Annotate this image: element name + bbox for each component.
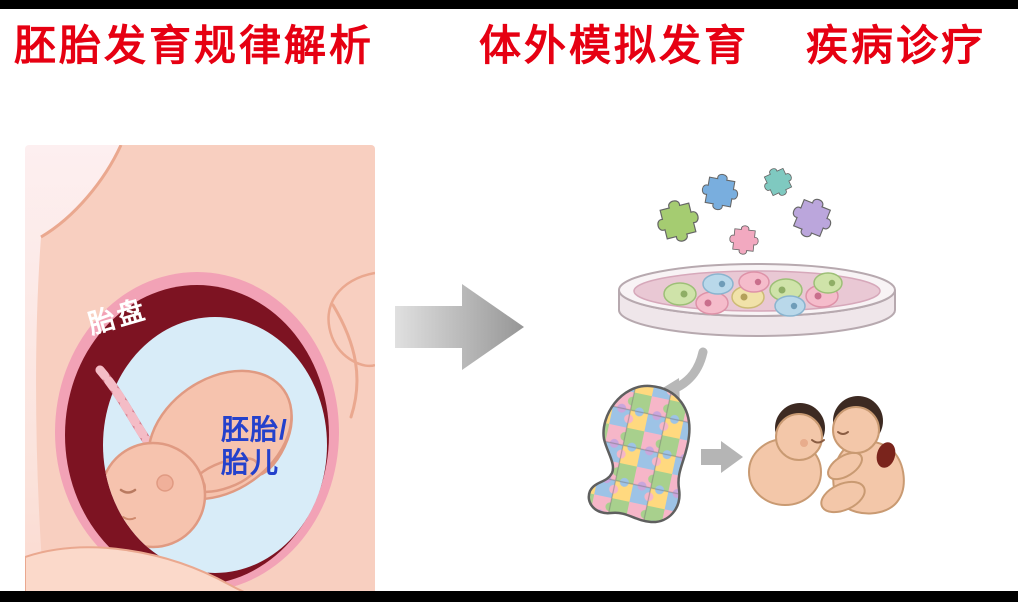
- baby-figure-right: [820, 396, 905, 515]
- disease-spot: [876, 442, 896, 468]
- bottom-border: [0, 591, 1018, 602]
- embryo-fetus-label-line1: 胚胎/: [221, 414, 288, 445]
- petri-dish-illustration: [618, 263, 896, 337]
- fetus-figure: [103, 369, 293, 549]
- cells: [663, 271, 843, 317]
- pregnancy-art: [25, 145, 375, 602]
- puzzle-pieces-falling: [652, 162, 839, 257]
- culture-medium: [633, 270, 881, 312]
- embryo-fetus-label: 胚胎/ 胎儿: [221, 413, 288, 479]
- puzzle-piece-pink: [727, 223, 761, 257]
- puzzle-piece-teal: [758, 162, 798, 202]
- top-border: [0, 0, 1018, 9]
- puzzle-piece-purple: [785, 191, 839, 245]
- title-disease-diagnosis: 疾病诊疗: [806, 22, 987, 69]
- embryo-fetus-label-line2: 胎儿: [221, 447, 280, 478]
- title-invitro-simulated-development: 体外模拟发育: [479, 22, 750, 69]
- embryo-puzzle-model: [587, 384, 691, 524]
- puzzle-piece-green: [652, 195, 704, 247]
- title-embryo-development-analysis: 胚胎发育规律解析: [14, 22, 375, 69]
- arrow-right-small-icon: [701, 441, 743, 473]
- baby-figure-left: [748, 403, 825, 506]
- puzzle-piece-blue: [698, 170, 742, 214]
- arrow-down-curve-icon: [653, 347, 708, 406]
- petri-dish-rim: [618, 263, 896, 317]
- pregnancy-illustration: 胎盘 胚胎/ 胎儿: [25, 145, 375, 602]
- arrow-right-icon: [395, 284, 524, 370]
